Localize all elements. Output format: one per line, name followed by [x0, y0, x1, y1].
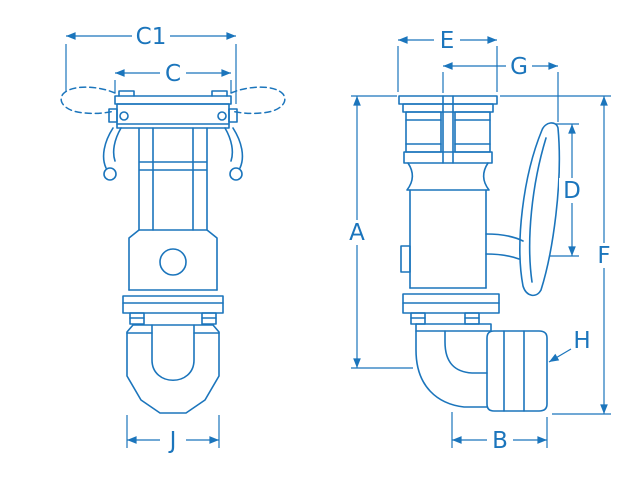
cam-arm-right: [224, 127, 244, 169]
dim-label-b: B: [492, 428, 508, 454]
dimension-j: J: [126, 415, 220, 454]
cam-ring-right: [229, 167, 243, 181]
dim-label-f: F: [597, 243, 610, 269]
dim-label-e: E: [440, 28, 455, 54]
dim-label-c1: C1: [136, 24, 167, 50]
dimension-b: B: [451, 412, 548, 454]
dim-label-g: G: [510, 54, 528, 80]
hex-nut-facets: [503, 330, 525, 412]
mid-body: [128, 229, 218, 291]
cap-ear-right: [228, 108, 238, 123]
boss-lines: [405, 119, 491, 145]
dim-label-c: C: [165, 61, 181, 87]
elbow-outer: [415, 323, 488, 408]
handle-arm: [485, 233, 524, 260]
side-dimensions: E G A D F: [344, 28, 617, 454]
dim-label-j: J: [168, 428, 177, 454]
flange-band: [122, 295, 224, 314]
dimension-c: C: [114, 61, 232, 93]
front-dimensions: C1 C J: [65, 24, 237, 454]
dimension-c1: C1: [65, 24, 237, 104]
dimension-a: A: [344, 95, 413, 369]
elbow-inner: [444, 330, 488, 374]
cap-top-side: [398, 95, 498, 105]
ubend-outer: [126, 324, 220, 414]
neck: [138, 127, 208, 231]
dimension-g: G: [442, 54, 559, 122]
dimension-f: F: [500, 95, 617, 415]
handle-grip: [519, 122, 561, 297]
dim-label-h: H: [573, 328, 590, 354]
side-view: [398, 95, 561, 412]
cam-wing-phantom-left: [60, 86, 116, 115]
body-boss-circle: [159, 248, 187, 276]
cap-under-side: [402, 103, 494, 113]
cam-pin-right: [217, 111, 227, 121]
hex-nut-outline: [486, 330, 548, 412]
handle-grip-inner: [528, 137, 547, 283]
center-seam: [442, 95, 454, 164]
lower-body: [409, 189, 487, 289]
collar-band: [403, 151, 493, 164]
dimension-h: H: [548, 328, 591, 363]
cap-ear-left: [108, 108, 118, 123]
front-view: [60, 86, 286, 414]
dim-label-a: A: [349, 220, 365, 246]
elbow-joint: [415, 323, 492, 332]
cam-ring-left: [103, 167, 117, 181]
dimension-e: E: [397, 28, 498, 92]
cap-top: [114, 95, 232, 105]
boss-right: [454, 111, 491, 153]
stop-lug: [400, 245, 411, 273]
cap-top-tabs: [118, 90, 228, 97]
dimension-d: D: [550, 123, 585, 257]
cam-arm-left: [102, 127, 122, 169]
cam-pin-left: [119, 111, 129, 121]
ubend-inner: [151, 324, 195, 382]
dim-label-d: D: [563, 178, 581, 204]
waist-groove: [406, 162, 490, 191]
boss-left: [405, 111, 442, 153]
cam-wing-phantom-right: [230, 86, 286, 115]
